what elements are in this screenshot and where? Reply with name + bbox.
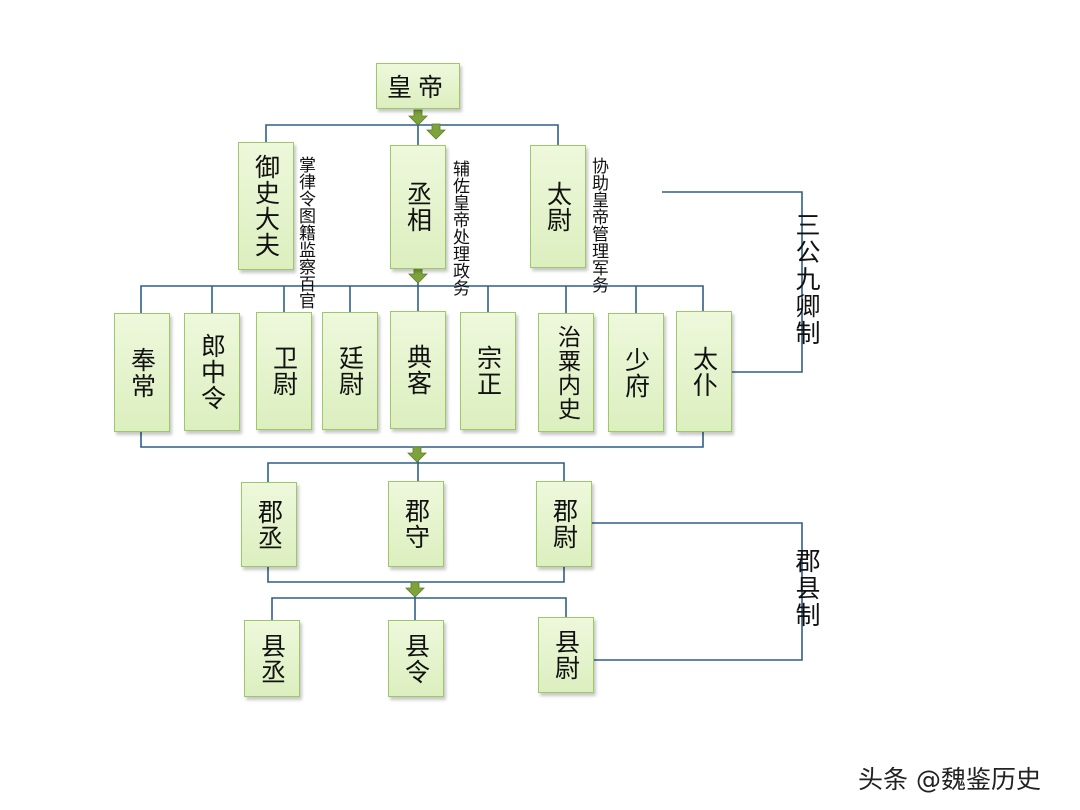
- emperor-box: 皇帝: [376, 63, 460, 109]
- county-box: 县令: [388, 620, 444, 697]
- qing-box: 太仆: [676, 311, 732, 432]
- county-box: 县丞: [244, 620, 300, 697]
- gong-box-chengxiang: 丞相: [390, 145, 446, 269]
- gong-label: 太尉: [543, 180, 573, 233]
- commandery-box: 郡守: [388, 481, 444, 567]
- watermark: 头条 @魏鉴历史: [858, 765, 1041, 794]
- gong-label: 丞相: [403, 181, 433, 233]
- gong-note-yushidafu: 掌律令图籍监察百官: [295, 156, 315, 309]
- emperor-label: 皇帝: [386, 73, 449, 102]
- qing-box: 廷尉: [322, 312, 378, 430]
- gong-box-yushidafu: 御史大夫: [238, 142, 294, 270]
- qing-box: 治粟内史: [538, 313, 594, 432]
- gong-note-taiwei: 协助皇帝管理军务: [588, 157, 608, 293]
- label-three-gongs-nine-qings: 三公九卿制: [792, 212, 821, 347]
- qing-box: 少府: [608, 313, 664, 432]
- commandery-box: 郡丞: [241, 482, 297, 567]
- gong-note-chengxiang: 辅佐皇帝处理政务: [449, 160, 469, 296]
- commandery-box: 郡尉: [536, 481, 592, 567]
- qing-box: 卫尉: [256, 312, 312, 430]
- gong-label: 御史大夫: [251, 154, 281, 258]
- qing-box: 郎中令: [184, 313, 240, 431]
- county-box: 县尉: [538, 617, 594, 693]
- qing-box: 奉常: [114, 313, 170, 432]
- qing-box: 典客: [390, 311, 446, 429]
- gong-box-taiwei: 太尉: [530, 145, 586, 268]
- qing-box: 宗正: [460, 312, 516, 430]
- label-commandery-county: 郡县制: [792, 548, 821, 629]
